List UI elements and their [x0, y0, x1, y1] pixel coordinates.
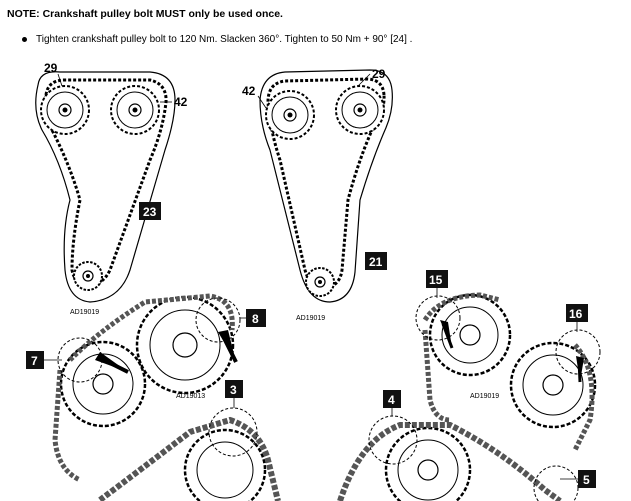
- left-outer-outline: [35, 71, 176, 303]
- left-ref-code: AD19019: [70, 309, 99, 316]
- left-sprocket-intake: [40, 85, 90, 135]
- note-prefix: NOTE:: [7, 8, 43, 20]
- detail-zoom-circle-16: [555, 329, 601, 375]
- bottom-chain-right: [337, 422, 562, 501]
- detail-chain-right-side: [422, 329, 451, 423]
- arrow-shaft-16: [577, 359, 582, 383]
- box-4-label: 4: [388, 393, 395, 407]
- bullet-dot-icon: [22, 36, 27, 42]
- left-box-label: 23: [143, 205, 157, 219]
- box-4-bg: [383, 390, 401, 408]
- box-7-bg: [26, 351, 44, 369]
- right-sprocket-crank: [305, 267, 335, 297]
- detail-gear-left: [59, 340, 147, 428]
- arrow-shaft-8: [220, 333, 238, 363]
- box-7-label: 7: [31, 354, 38, 368]
- detail-lower-right: 15 16 AD19019: [415, 270, 601, 452]
- detail-lower-left: 7 8 AD19013: [26, 293, 266, 483]
- detail-gear-center: [135, 295, 235, 395]
- figure-right-timing-chain: 42 29 21 AD19019: [242, 67, 393, 322]
- note-line: NOTE: Crankshaft pulley bolt MUST only b…: [7, 8, 283, 20]
- right-sprocket-exhaust: [265, 90, 315, 140]
- right-callout-29: 29: [372, 67, 386, 81]
- detail-bottom: 3 4 5: [98, 380, 596, 501]
- right-callout-42: 42: [242, 84, 256, 98]
- box-16-bg: [566, 304, 588, 322]
- instruction-bullet: Tighten crankshaft pulley bolt to 120 Nm…: [22, 34, 412, 45]
- left-callout-29: 29: [44, 61, 58, 75]
- box-16-label: 16: [569, 307, 583, 321]
- detail-gear-right-upper: [428, 293, 512, 377]
- left-sprocket-crank: [73, 261, 103, 291]
- detail-zoom-circle-8: [195, 297, 241, 343]
- left-callout-42: 42: [174, 95, 188, 109]
- right-sprocket-intake: [335, 85, 385, 135]
- arrow-shaft-15: [441, 323, 454, 349]
- instruction-text: Tighten crankshaft pulley bolt to 120 Nm…: [36, 34, 413, 45]
- box-3-bg: [225, 380, 243, 398]
- bottom-zoom-circle-4: [368, 415, 418, 465]
- right-callout-42-leader: [257, 95, 267, 109]
- bottom-chain-left: [98, 416, 281, 501]
- box-5-label: 5: [583, 473, 590, 487]
- detail-chain-right-lower: [572, 343, 595, 452]
- bottom-zoom-circle-3: [208, 407, 258, 457]
- box-3-label: 3: [230, 383, 237, 397]
- detail-chain-right-upper: [422, 292, 501, 322]
- detail-chain-left: [52, 369, 82, 483]
- right-box-label-bg: [365, 252, 387, 270]
- bottom-gear-right: [384, 426, 472, 501]
- detail-gear-right-lower: [509, 341, 597, 429]
- left-box-label-bg: [139, 202, 161, 220]
- detail-chain-upper: [68, 293, 235, 362]
- right-detail-ref-code: AD19019: [470, 393, 499, 400]
- box-15-label: 15: [429, 273, 443, 287]
- note-text: Crankshaft pulley bolt MUST only be used…: [42, 8, 283, 20]
- box-8-bg: [246, 309, 266, 327]
- box-8-label: 8: [252, 312, 259, 326]
- right-ref-code: AD19019: [296, 315, 325, 322]
- detail-zoom-circle-15: [415, 295, 461, 341]
- figure-left-timing-chain: 29 42 23 AD19019: [35, 61, 188, 316]
- bottom-gear-left: [183, 428, 267, 501]
- left-sprocket-exhaust: [110, 85, 160, 135]
- right-callout-29-leader: [357, 73, 371, 87]
- center-ref-code: AD19013: [176, 393, 205, 400]
- arrow-shaft-7: [97, 355, 129, 374]
- box-15-bg: [426, 270, 448, 288]
- right-box-label: 21: [369, 255, 383, 269]
- left-callout-29-leader: [57, 73, 63, 87]
- box-5-bg: [578, 470, 596, 488]
